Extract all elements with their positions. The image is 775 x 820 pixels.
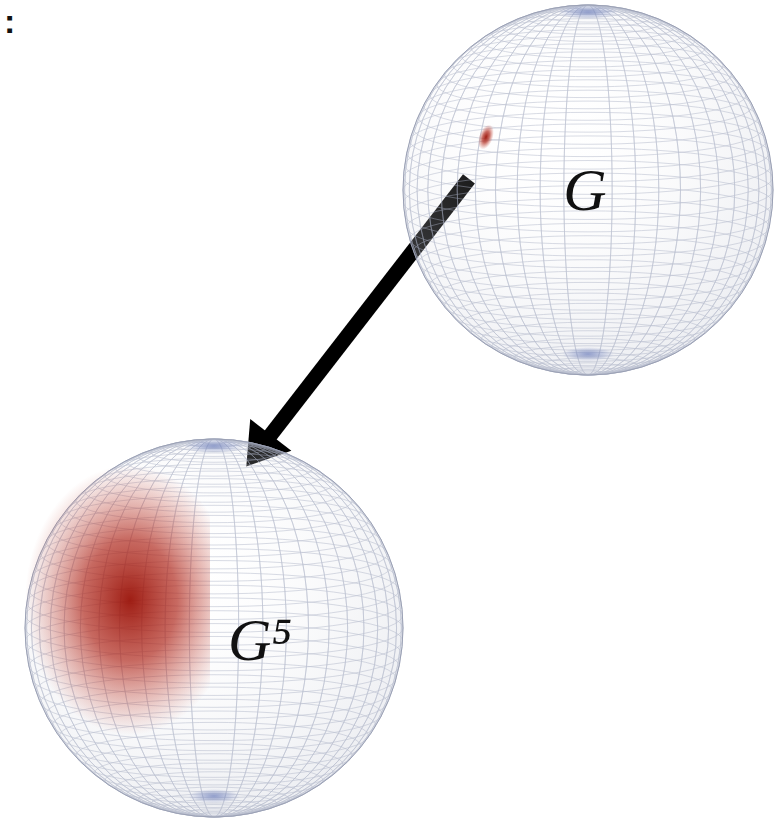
- sphere: G: [402, 4, 774, 376]
- density-blob: [475, 122, 497, 151]
- density-blob: [25, 465, 210, 735]
- wireframe-sphere: [24, 438, 404, 818]
- note-label: :: [4, 2, 15, 40]
- sphere: G⁵: [24, 438, 404, 818]
- group-label: G: [563, 157, 606, 223]
- group-label: G⁵: [228, 607, 292, 673]
